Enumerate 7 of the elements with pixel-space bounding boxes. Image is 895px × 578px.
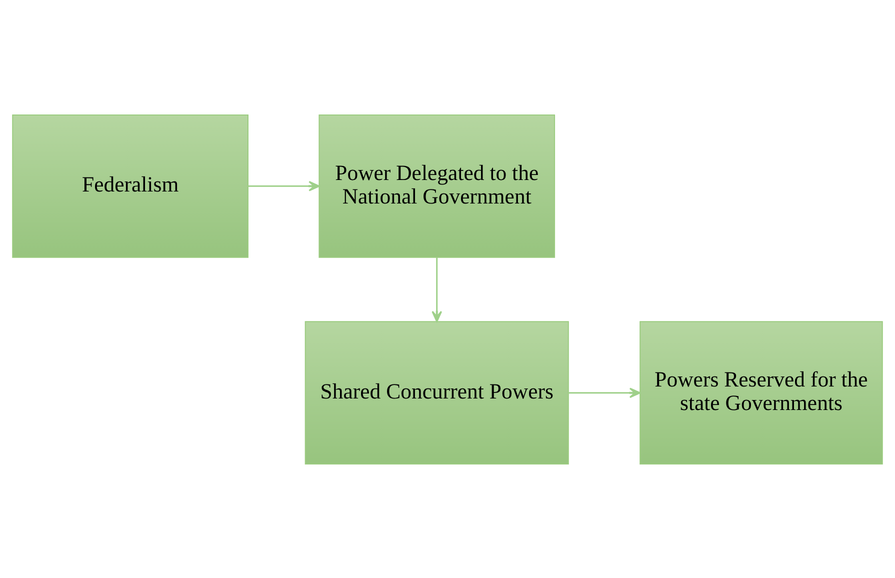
arrow xyxy=(568,387,641,398)
node-box: Power Delegated to the National Government xyxy=(318,114,556,258)
arrow xyxy=(248,180,320,191)
node-box: Shared Concurrent Powers xyxy=(304,320,569,464)
arrow xyxy=(432,257,442,322)
node-box: Powers Reserved for the state Governments xyxy=(640,320,883,464)
node-box: Federalism xyxy=(12,114,248,258)
